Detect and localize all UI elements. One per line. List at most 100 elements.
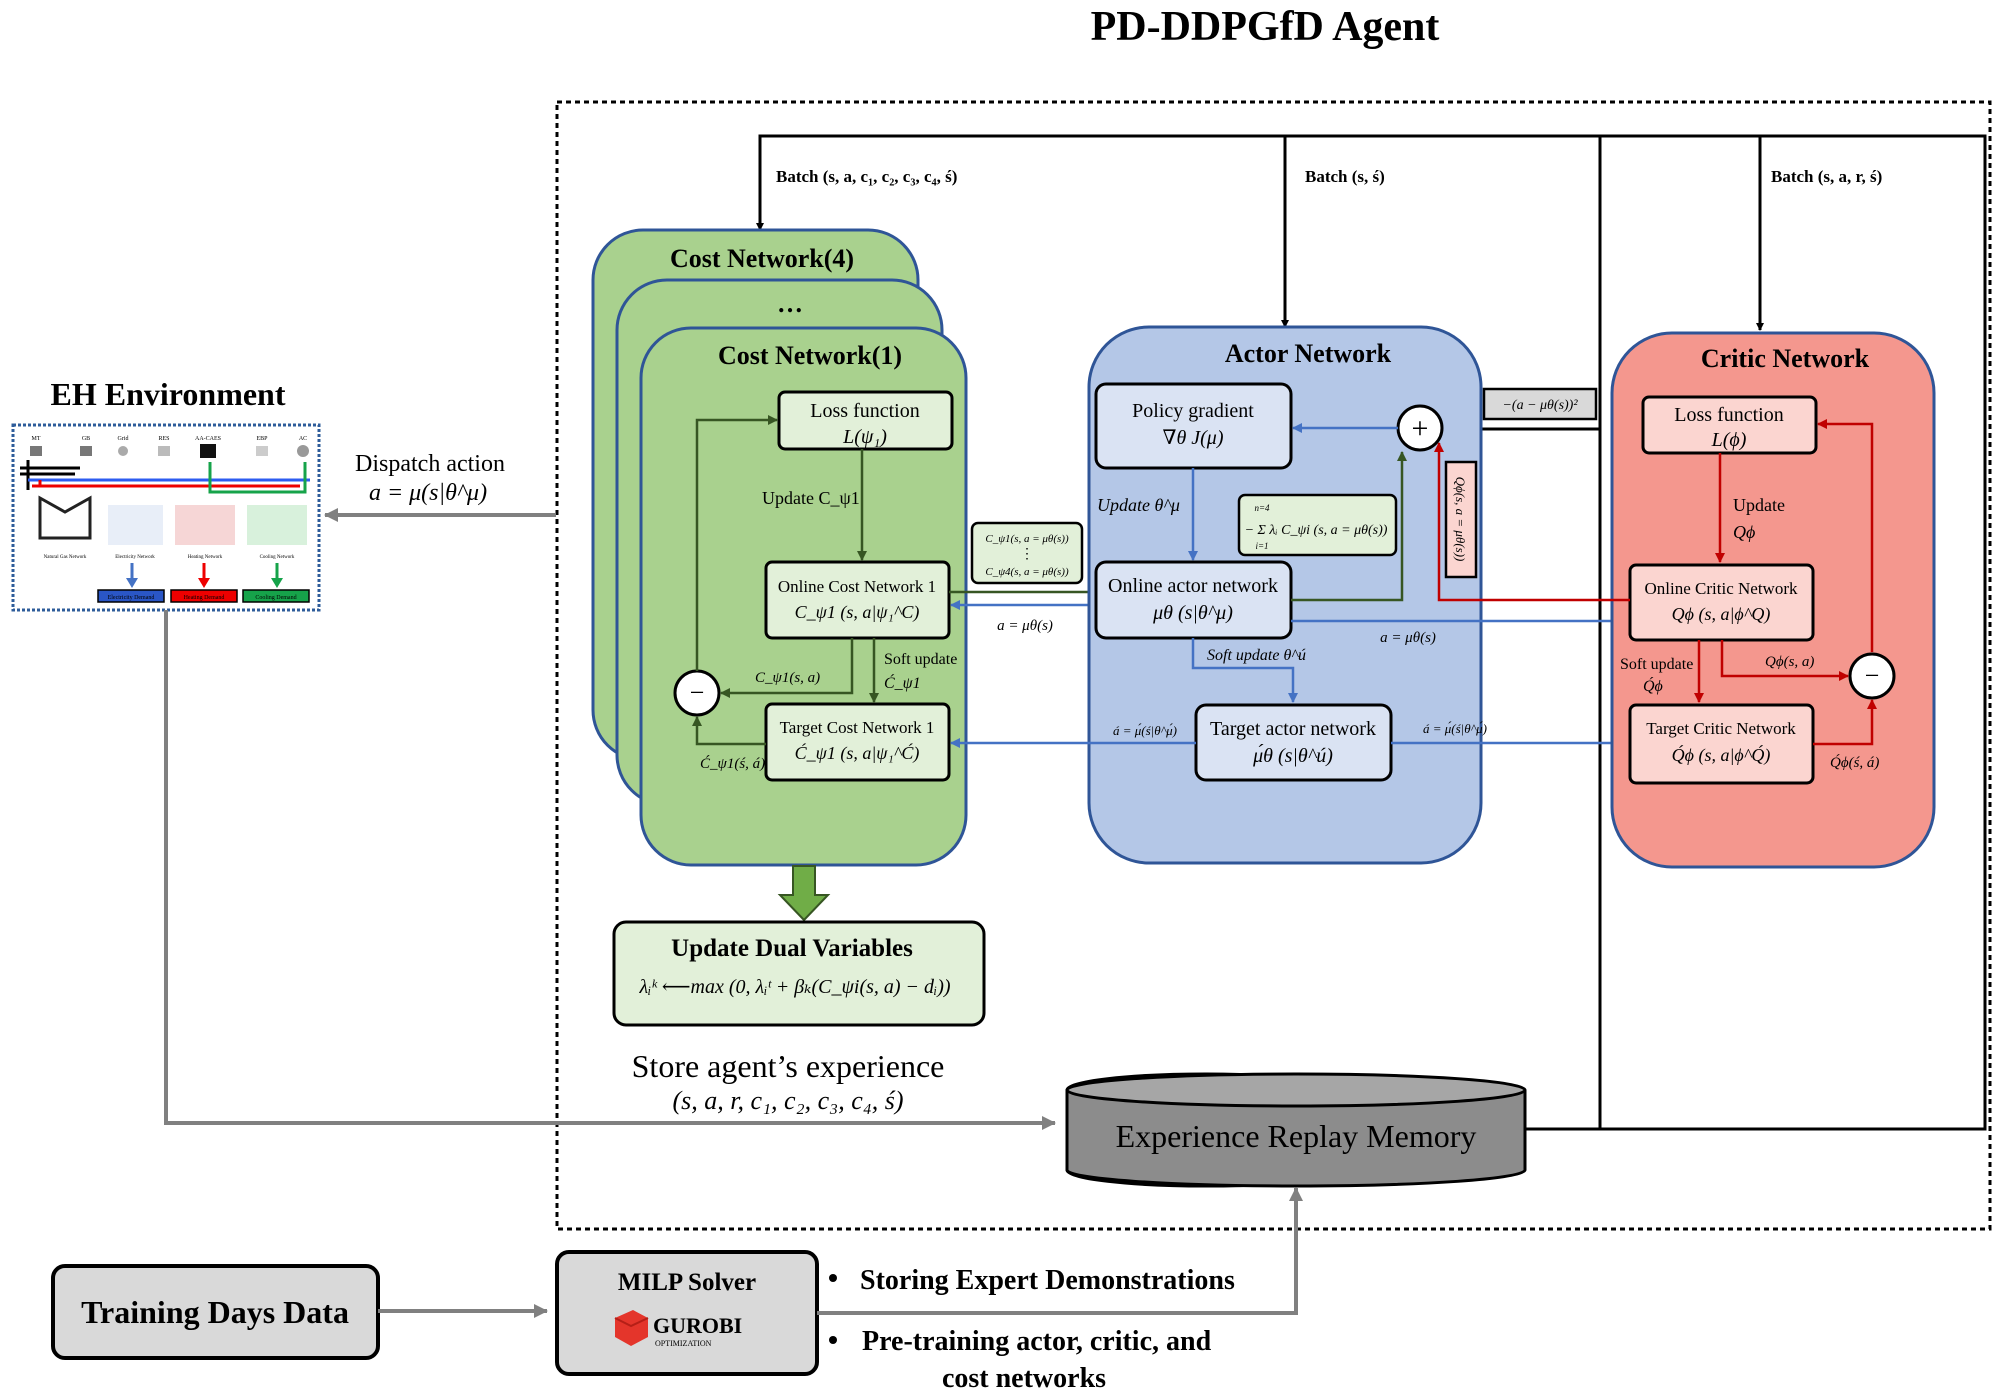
bullet-pretraining: Pre-training actor, critic, and [862, 1326, 1212, 1357]
critic-soft-update-target: Q́ϕ [1643, 675, 1663, 695]
critic-soft-update-label: Soft update [1620, 656, 1693, 673]
critic-online-to-minus-arrow [1720, 640, 1849, 681]
online-critic-network-box [1628, 563, 1815, 642]
eh-electricity-label: Electricity Network [115, 555, 155, 560]
policy-gradient-label: Policy gradient [1132, 400, 1254, 422]
gurobi-logo: GUROBI OPTIMIZATION [614, 1310, 742, 1348]
actor-soft-update-label: Soft update θ^ú [1207, 647, 1306, 664]
agent-boundary [555, 100, 1992, 1231]
cost-online-to-minus-arrow [720, 638, 854, 698]
cost-batch-label: Batch (s, a, c₁, c₂, c₃, c₄, ś) [776, 167, 957, 186]
cost-output-ellipsis: ⋮ [1020, 547, 1034, 562]
critic-loss-function-box [1641, 395, 1818, 455]
cost-loss-function-label: Loss function [810, 400, 919, 422]
dispatch-action-label: Dispatch action [355, 451, 505, 477]
cost-c-target-label: Ć_ψ1(ś, á) [700, 755, 765, 772]
cost-loss-function-formula: L(ψ₁) [842, 426, 887, 448]
cost-update-label: Update C_ψ1 [762, 488, 860, 508]
cost-soft-update-target: Ć_ψ1 [884, 673, 921, 692]
critic-batch-label: Batch (s, a, r, ś) [1771, 167, 1882, 186]
online-critic-network-label: Online Critic Network [1645, 579, 1798, 598]
lambda-sum-upper: n=4 [1254, 503, 1270, 513]
critic-loss-function-label: Loss function [1674, 404, 1783, 426]
replay-memory-cylinder [1065, 1072, 1527, 1188]
dispatch-action-formula: a = μ(s|θ^μ) [369, 480, 487, 506]
eh-natural-gas-label: Natural Gas Network [44, 555, 87, 560]
actor-network-title: Actor Network [1225, 339, 1392, 368]
actor-to-cost-label: a = μθ(s) [997, 618, 1053, 634]
actor-to-plus-arrow [1291, 451, 1407, 602]
cost-soft-update-label: Soft update [884, 651, 957, 668]
store-experience-tuple: (s, a, r, c₁, c₂, c₃, c₄, ś) [672, 1086, 903, 1115]
gurobi-logo-text: GUROBI [653, 1313, 742, 1338]
actor-soft-update-arrow [1191, 638, 1298, 703]
update-dual-variables-formula: λᵢᵏ ⟵max (0, λᵢᵗ + βₖ(C_ψi(s, a) − dᵢ)) [638, 976, 950, 998]
cost-network-1-title: Cost Network(1) [718, 341, 902, 370]
policy-gradient-box [1094, 382, 1293, 470]
lambda-sum-lower: i=1 [1255, 541, 1268, 551]
actor-batch-label: Batch (s, ś) [1305, 167, 1385, 186]
target-actor-network-formula: μ́θ (s|θ^ú) [1252, 743, 1333, 767]
eh-heating-label: Heating Network [188, 555, 223, 560]
cost-minus-symbol: − [690, 678, 705, 707]
milp-to-replay-arrow [817, 1187, 1303, 1315]
bc-term-box [1482, 387, 1598, 421]
critic-minus-to-loss-arrow [1817, 419, 1874, 652]
cost-output-4: C_ψ4(s, a = μθ(s)) [985, 566, 1069, 578]
bc-term: −(a − μθ(s))² [1502, 398, 1578, 413]
update-dual-variables-title: Update Dual Variables [671, 935, 913, 962]
bullet-dot-1 [829, 1274, 837, 1282]
critic-update-label: Update [1733, 495, 1785, 515]
cost-target-to-minus-arrow [692, 716, 766, 746]
dual-update-arrow [777, 865, 831, 922]
cooling-demand-label: Cooling Demand [255, 595, 296, 601]
update-dual-variables-box [612, 920, 986, 1027]
eh-cooling-label: Cooling Network [260, 555, 295, 560]
target-cost-network-label: Target Cost Network 1 [780, 718, 935, 737]
target-critic-network-formula: Q́ϕ (s, a|ϕ^Q́) [1672, 744, 1771, 766]
online-critic-network-formula: Qϕ (s, a|ϕ^Q) [1672, 604, 1771, 625]
target-actor-network-label: Target actor network [1210, 718, 1376, 740]
target-cost-network-box [764, 702, 951, 782]
critic-to-plus-arrow [1434, 442, 1630, 602]
agent-title: PD-DDPGfD Agent [1091, 4, 1440, 50]
cost-loss-function-box [777, 390, 954, 451]
q-term: Qϕ(s, a = μθ(s)) [1453, 477, 1468, 562]
critic-q-target-label: Q́ϕ(ś, á) [1830, 754, 1879, 771]
actor-update-label: Update θ^μ [1097, 495, 1180, 515]
replay-output-line [1515, 134, 1602, 1131]
bullet-dot-2 [829, 1336, 837, 1344]
target-actor-to-critic-label: á = μ́(ś|θ^μ́) [1423, 721, 1487, 736]
bullet-storing-demonstrations: Storing Expert Demonstrations [860, 1265, 1235, 1296]
lambda-term: − Σ λᵢ C_ψi (s, a = μθ(s)) [1245, 523, 1388, 538]
critic-minus-symbol: − [1865, 661, 1880, 690]
eh-label-gb: GB [82, 436, 90, 442]
electricity-demand-label: Electricity Demand [108, 595, 155, 601]
cost-network-ellipsis: … [777, 289, 803, 318]
lambda-term-box [1237, 493, 1398, 557]
actor-to-critic-label: a = μθ(s) [1380, 630, 1436, 646]
training-days-data-label: Training Days Data [81, 1294, 349, 1330]
eh-label-ac: AC [299, 436, 307, 442]
online-actor-network-label: Online actor network [1108, 575, 1278, 597]
replay-memory-label: Experience Replay Memory [1116, 1118, 1477, 1154]
bullet-pretraining-cont: cost networks [942, 1363, 1106, 1394]
actor-plus-symbol: + [1412, 412, 1429, 445]
milp-solver-title: MILP Solver [618, 1269, 756, 1296]
heating-demand-label: Heating Demand [184, 595, 225, 601]
eh-device-icons [30, 444, 309, 458]
target-actor-to-cost-label: á = μ́(ś|θ^μ́) [1113, 723, 1177, 738]
target-cost-network-formula: Ć_ψ1 (s, a|ψ₁^Ć) [795, 742, 920, 764]
eh-label-res: RES [158, 436, 169, 442]
critic-network-title: Critic Network [1701, 344, 1870, 373]
critic-q-sa-label: Qϕ(s, a) [1765, 654, 1814, 670]
eh-label-ebp: EBP [256, 436, 268, 442]
critic-update-target: Qϕ [1733, 522, 1755, 542]
eh-label-aacaes: AA-CAES [195, 436, 221, 442]
policy-gradient-formula: ∇θ J(μ) [1162, 427, 1223, 449]
online-cost-network-label: Online Cost Network 1 [778, 577, 936, 596]
eh-label-grid: Grid [118, 436, 129, 442]
cost-c-sa-label: C_ψ1(s, a) [755, 670, 820, 686]
store-experience-arrow [164, 610, 1056, 1130]
